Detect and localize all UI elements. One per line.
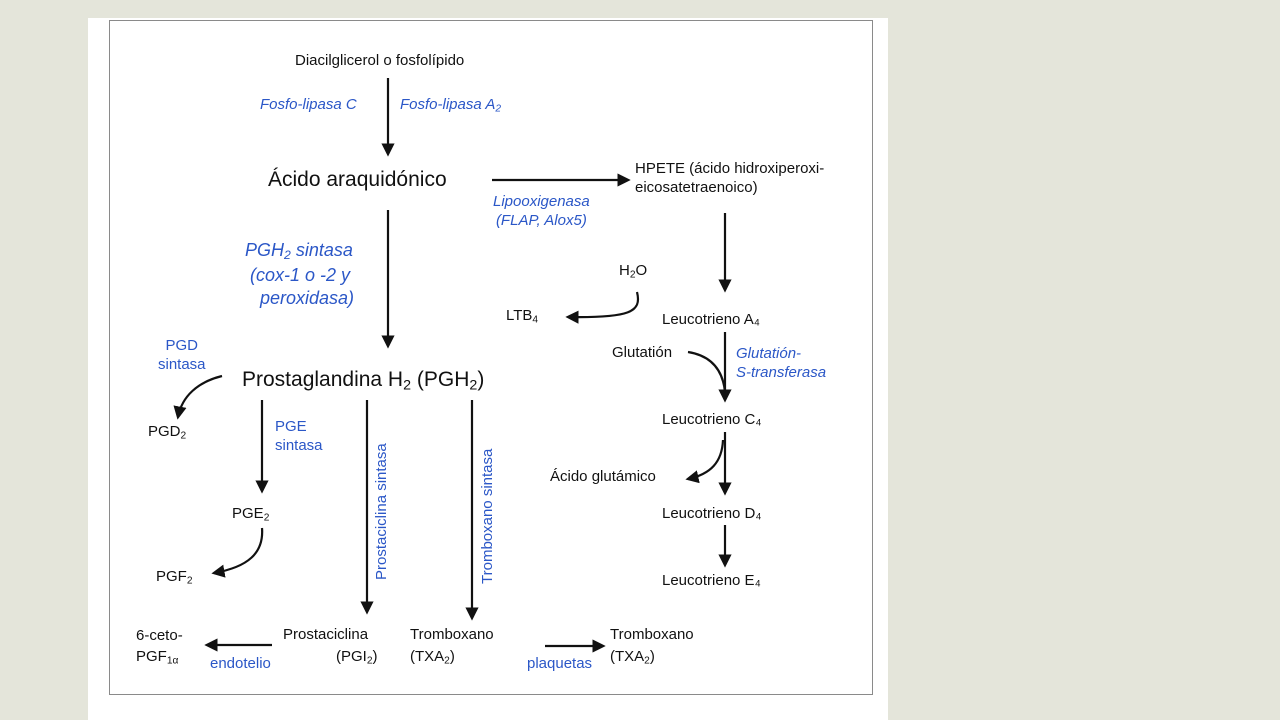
node-pge2: PGE2 <box>232 505 270 524</box>
node-acido-glutamico: Ácido glutámico <box>550 468 656 485</box>
enzyme-pgh2-sintasa-detail: (cox-1 o -2 y peroxidasa) <box>250 265 355 308</box>
node-diacilglicerol: Diacilglicerol o fosfolípido <box>295 52 465 69</box>
node-acido-araquidonico: Ácido araquidónico <box>268 168 447 191</box>
arrow-glutation-join <box>687 350 727 393</box>
enzyme-lipooxigenasa: Lipooxigenasa (FLAP, Alox5) <box>493 193 590 229</box>
node-prostaciclina: Prostaciclina <box>283 626 369 643</box>
arrow-lta4-to-ltb4 <box>565 291 640 324</box>
node-pgd2: PGD2 <box>148 423 187 442</box>
node-pgh2: Prostaglandina H2 (PGH2) <box>242 368 485 394</box>
enzyme-endotelio: endotelio <box>210 655 271 672</box>
node-h2o: H2O <box>619 262 648 281</box>
node-hpete: HPETE (ácido hidroxiperoxi- eicosatetrae… <box>635 160 825 196</box>
node-glutation: Glutatión <box>612 344 673 361</box>
enzyme-plaquetas: plaquetas <box>527 655 593 672</box>
enzyme-tromboxano-sintasa: Tromboxano sintasa <box>479 448 496 584</box>
node-txa2-2: (TXA2) <box>610 648 655 667</box>
node-pgi2: (PGI2) <box>336 648 378 667</box>
diagram-frame <box>109 20 873 695</box>
enzyme-fosfolipasa-c: Fosfo-lipasa C <box>260 96 357 113</box>
enzyme-pgd-sintasa: PGD sintasa <box>158 337 206 373</box>
node-6-ceto-line1: 6-ceto- <box>136 627 183 644</box>
node-leucotrieno-d4: Leucotrieno D₄ <box>662 505 762 522</box>
enzyme-fosfolipasa-a2: Fosfo-lipasa A2 <box>400 96 501 115</box>
node-pgf2: PGF2 <box>156 568 193 587</box>
arrow-ltc4-to-glutamico <box>685 439 725 484</box>
arrow-pgh2-to-pgd2 <box>173 374 223 420</box>
node-txa2-1: (TXA2) <box>410 648 455 667</box>
arrow-pge2-to-pgf2 <box>211 527 264 578</box>
node-ltb4: LTB4 <box>506 307 539 326</box>
enzyme-pgh2-sintasa: PGH2 sintasa <box>245 240 353 263</box>
enzyme-glutation-s-transferasa: Glutatión- S-transferasa <box>736 345 827 381</box>
node-leucotrieno-e4: Leucotrieno E₄ <box>662 572 761 589</box>
node-tromboxano-2: Tromboxano <box>610 626 694 643</box>
node-6-ceto-pgf1a: PGF1α <box>136 648 179 667</box>
enzyme-pge-sintasa: PGE sintasa <box>275 418 323 454</box>
node-leucotrieno-c4: Leucotrieno C₄ <box>662 411 762 428</box>
enzyme-prostaciclina-sintasa: Prostaciclina sintasa <box>373 443 390 580</box>
node-leucotrieno-a4: Leucotrieno A₄ <box>662 311 760 328</box>
node-tromboxano-1: Tromboxano <box>410 626 494 643</box>
